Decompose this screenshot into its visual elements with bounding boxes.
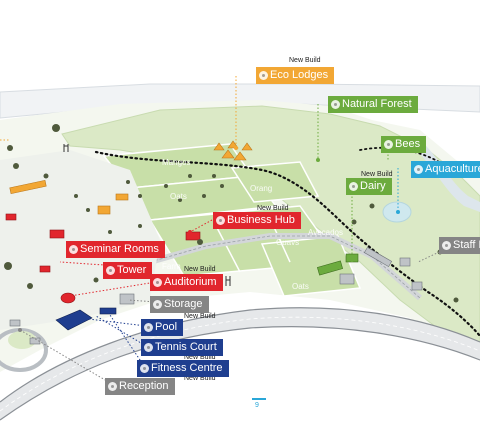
map-pin-icon	[153, 300, 162, 309]
map-pin-icon	[414, 165, 423, 174]
page-number-bar	[252, 398, 266, 400]
highway-edge-bottom	[0, 326, 480, 421]
map-pin-icon	[216, 216, 225, 225]
map-pin-icon	[144, 323, 153, 332]
new-build-tag-reception: New Build	[184, 375, 216, 382]
label-reception-text: Reception	[119, 380, 169, 392]
blue-buildings	[55, 307, 117, 331]
label-natural-forest[interactable]: Natural Forest	[328, 96, 418, 113]
label-bees-text: Bees	[395, 138, 421, 150]
label-tennis-court-text: Tennis Court	[155, 341, 217, 353]
label-fitness-centre[interactable]: Fitness Centre	[137, 360, 229, 377]
orange-buildings	[9, 179, 129, 215]
new-build-tag-eco-lodges: New Build	[289, 57, 321, 64]
label-eco-lodges-text: Eco Lodges	[270, 69, 329, 81]
label-aquaculture[interactable]: Aquaculture	[411, 161, 480, 178]
label-dairy[interactable]: Dairy	[346, 178, 392, 195]
orchard-oranges	[230, 161, 320, 203]
new-build-tag-fitness-centre: New Build	[184, 354, 216, 361]
map-pin-icon	[331, 100, 340, 109]
road-main-edge	[149, 235, 421, 299]
map-pin-icon	[153, 278, 162, 287]
highway-fill	[0, 307, 480, 420]
new-build-tag-auditorium: New Build	[184, 266, 216, 273]
label-bees[interactable]: Bees	[381, 136, 427, 153]
label-eco-lodges[interactable]: Eco Lodges	[256, 67, 335, 84]
map-pin-icon	[140, 364, 149, 373]
map-pin-icon	[144, 343, 153, 352]
label-pool-text: Pool	[155, 321, 178, 333]
fences	[63, 144, 231, 286]
label-reception[interactable]: Reception	[105, 378, 175, 395]
field-label-avocados: Avocados	[308, 228, 343, 237]
label-aquaculture-text: Aquaculture	[425, 163, 480, 175]
label-business-hub-text: Business Hub	[227, 214, 295, 226]
label-auditorium-text: Auditorium	[164, 276, 217, 288]
field-label-guavas: Guavs	[276, 238, 300, 247]
label-auditorium[interactable]: Auditorium	[150, 274, 223, 291]
new-build-tag-business-hub: New Build	[257, 205, 289, 212]
estate-boundary	[94, 150, 480, 338]
label-staff-housing-text: Staff H	[453, 239, 480, 251]
label-seminar-rooms-text: Seminar Rooms	[80, 243, 159, 255]
highway-edge-top	[0, 307, 480, 403]
leader-dots	[18, 146, 400, 332]
field-label-farm: Farm	[162, 262, 181, 271]
label-pool[interactable]: Pool	[141, 319, 184, 336]
label-natural-forest-text: Natural Forest	[342, 98, 412, 110]
roundabout-inner	[8, 331, 36, 349]
label-seminar-rooms[interactable]: Seminar Rooms	[66, 241, 165, 258]
map-pin-icon	[108, 382, 117, 391]
map-pin-icon	[69, 245, 78, 254]
map-pin-icon	[349, 182, 358, 191]
label-dairy-text: Dairy	[360, 180, 386, 192]
label-storage[interactable]: Storage	[150, 296, 209, 313]
highway-centre	[0, 316, 480, 412]
map-pin-icon	[106, 266, 115, 275]
map-pin-icon	[259, 71, 268, 80]
label-tennis-court[interactable]: Tennis Court	[141, 339, 223, 356]
field-label-mangos: Mangos	[162, 158, 191, 167]
label-storage-text: Storage	[164, 298, 203, 310]
label-tower[interactable]: Tower	[103, 262, 153, 279]
label-tower-text: Tower	[117, 264, 147, 276]
new-build-tag-pool: New Build	[184, 313, 216, 320]
label-fitness-centre-text: Fitness Centre	[151, 362, 223, 374]
gray-structures	[9, 246, 423, 345]
map-pin-icon	[384, 140, 393, 149]
field-label-oranges: Orang	[250, 184, 273, 193]
page-number: 9	[255, 402, 259, 409]
map-pin-icon	[442, 241, 451, 250]
new-build-tag-dairy: New Build	[361, 171, 393, 178]
field-label-oats: Oats	[170, 192, 187, 201]
label-business-hub[interactable]: Business Hub	[213, 212, 301, 229]
field-label-oats-2: Oats	[292, 282, 309, 291]
label-staff-housing[interactable]: Staff H	[439, 237, 480, 254]
